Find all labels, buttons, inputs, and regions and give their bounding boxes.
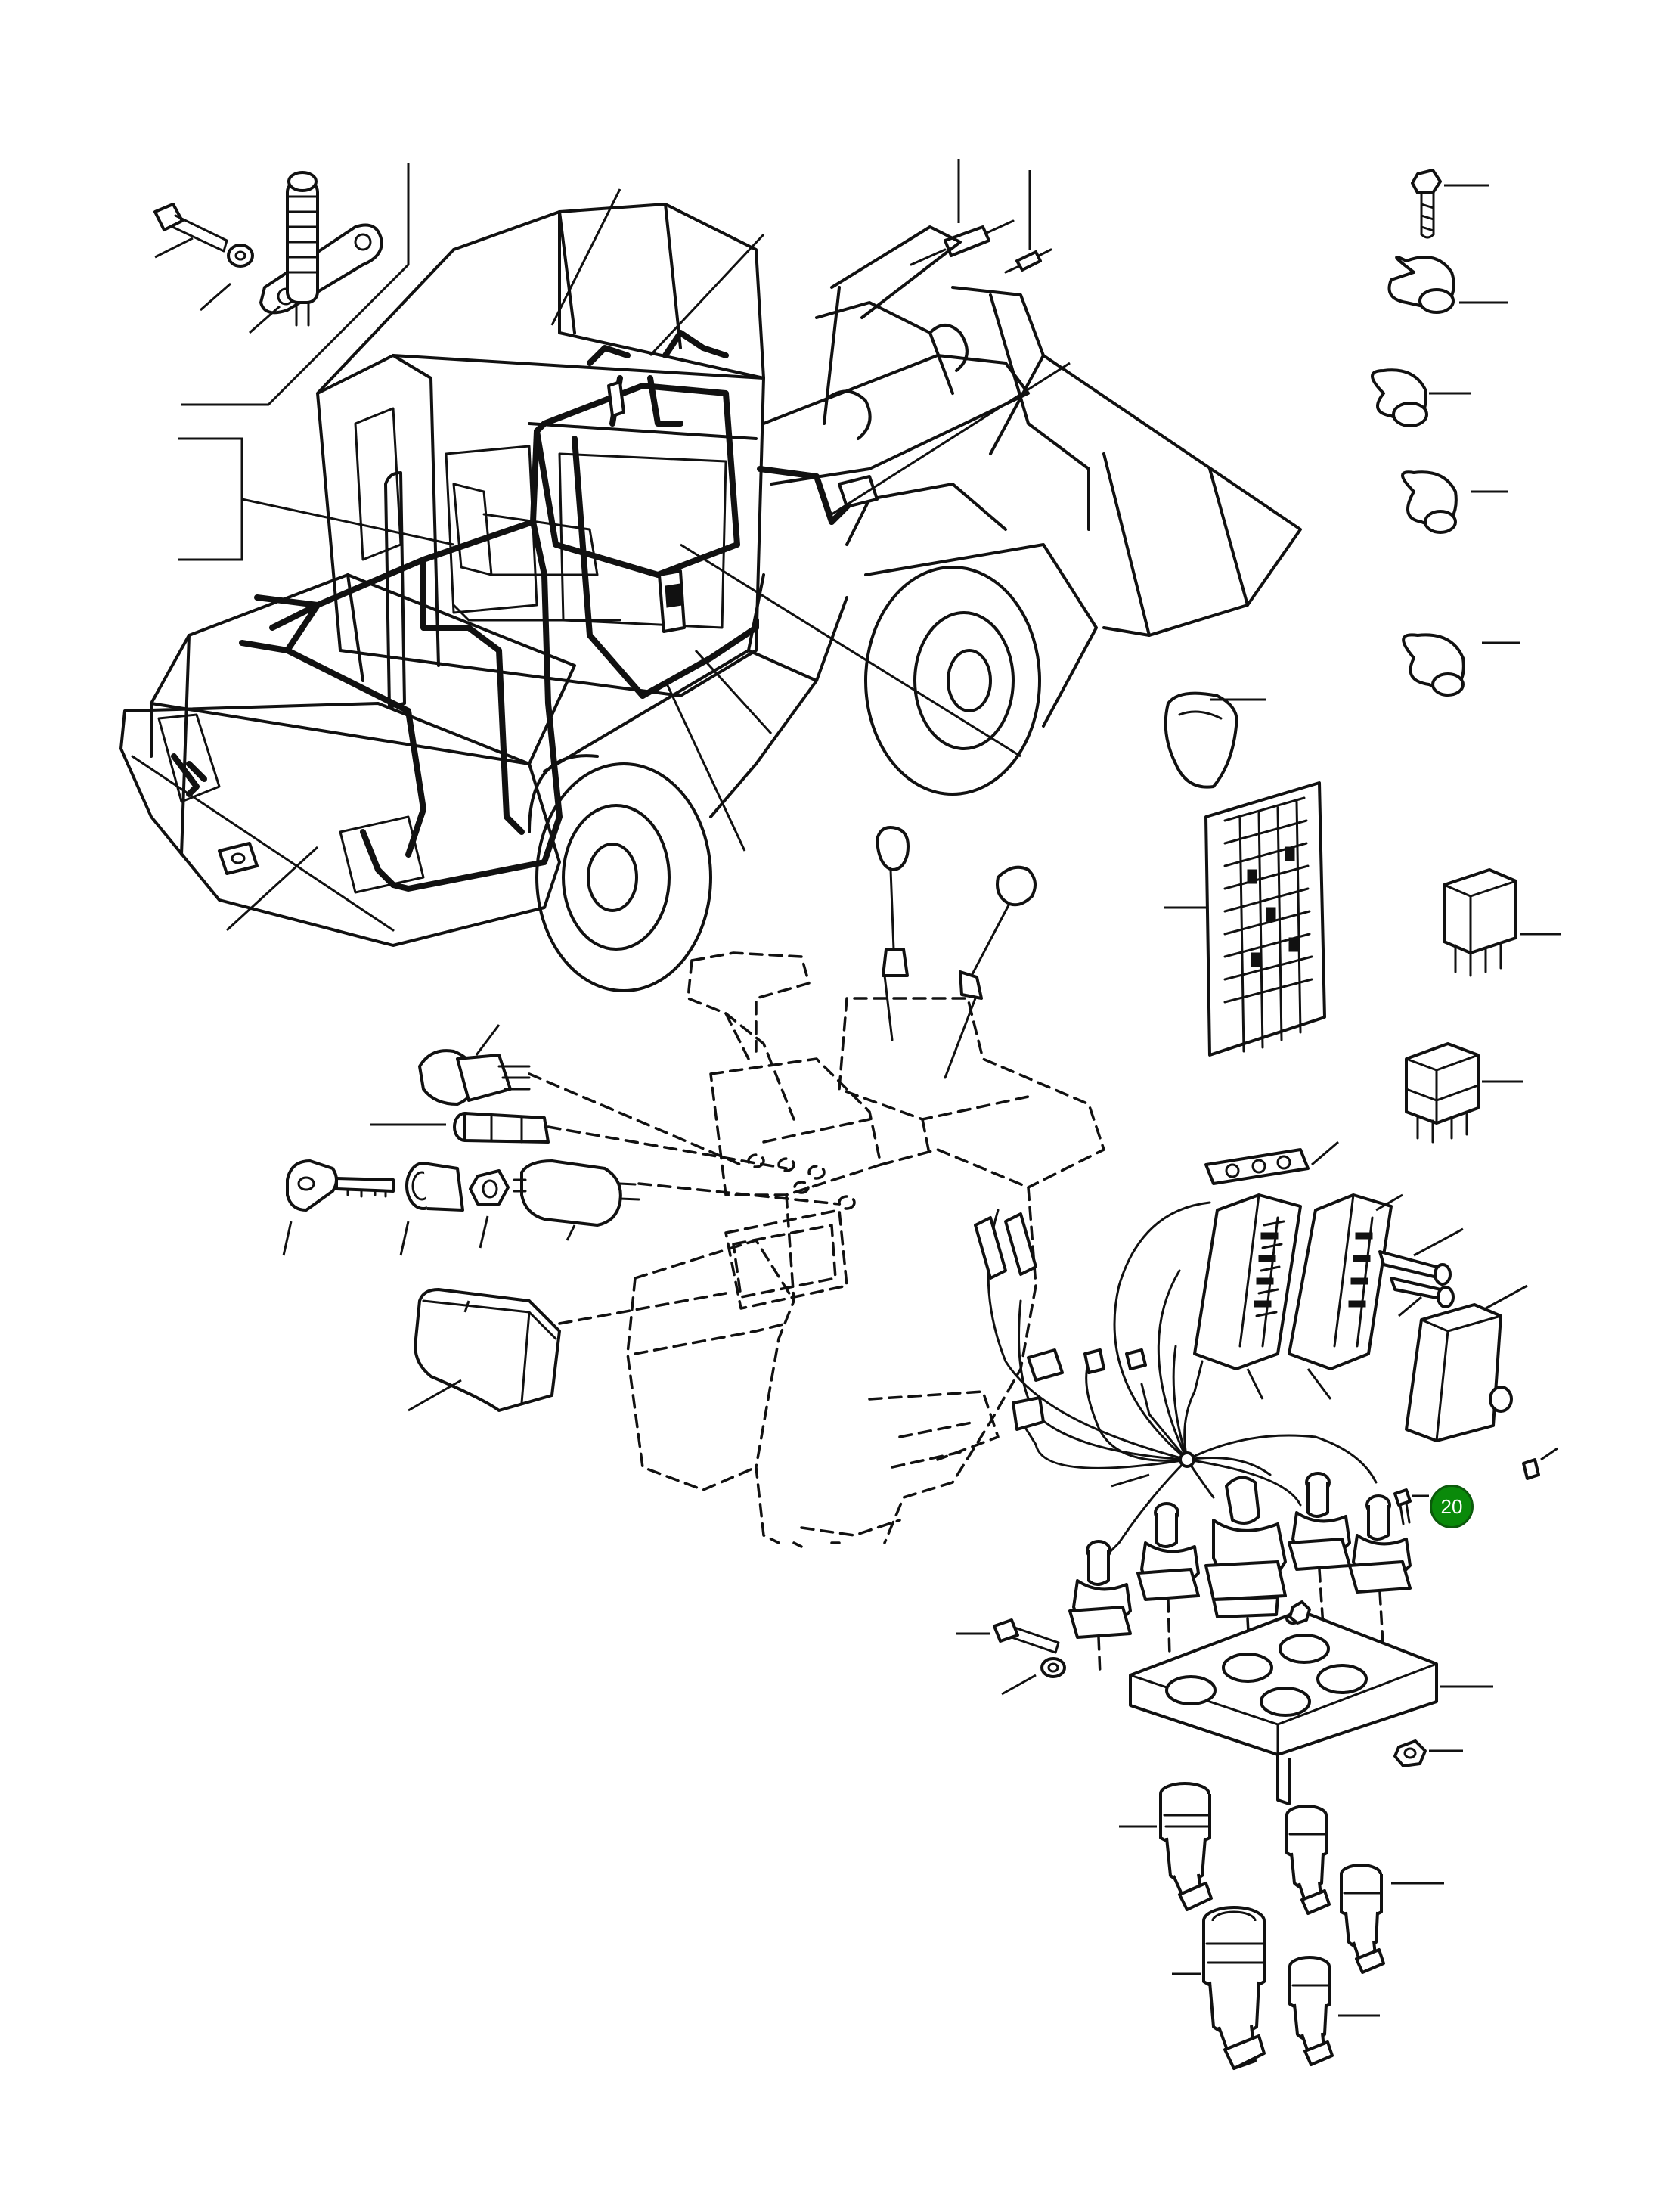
ring-clip bbox=[1164, 691, 1266, 789]
wheel-loader bbox=[119, 203, 1302, 992]
mounting-plate bbox=[956, 1600, 1493, 1805]
main-wire-harness bbox=[171, 330, 879, 892]
switch-sockets bbox=[1068, 1472, 1429, 1688]
top-left-switch-assembly bbox=[153, 163, 410, 406]
harness-leaders bbox=[178, 188, 1071, 932]
fuse-box-assembly bbox=[1193, 1140, 1558, 1480]
cab-wiring bbox=[974, 1201, 1378, 1559]
relays bbox=[1405, 868, 1561, 1144]
plug-connectors bbox=[1119, 1782, 1444, 2070]
ignition-switch-parts bbox=[282, 1024, 841, 1412]
fuse-label-decal bbox=[1164, 781, 1326, 1057]
right-clamps-column bbox=[1371, 169, 1520, 697]
callout-marker-20[interactable]: 20 bbox=[1430, 1485, 1474, 1528]
inline-fuse-parts bbox=[910, 159, 1052, 274]
